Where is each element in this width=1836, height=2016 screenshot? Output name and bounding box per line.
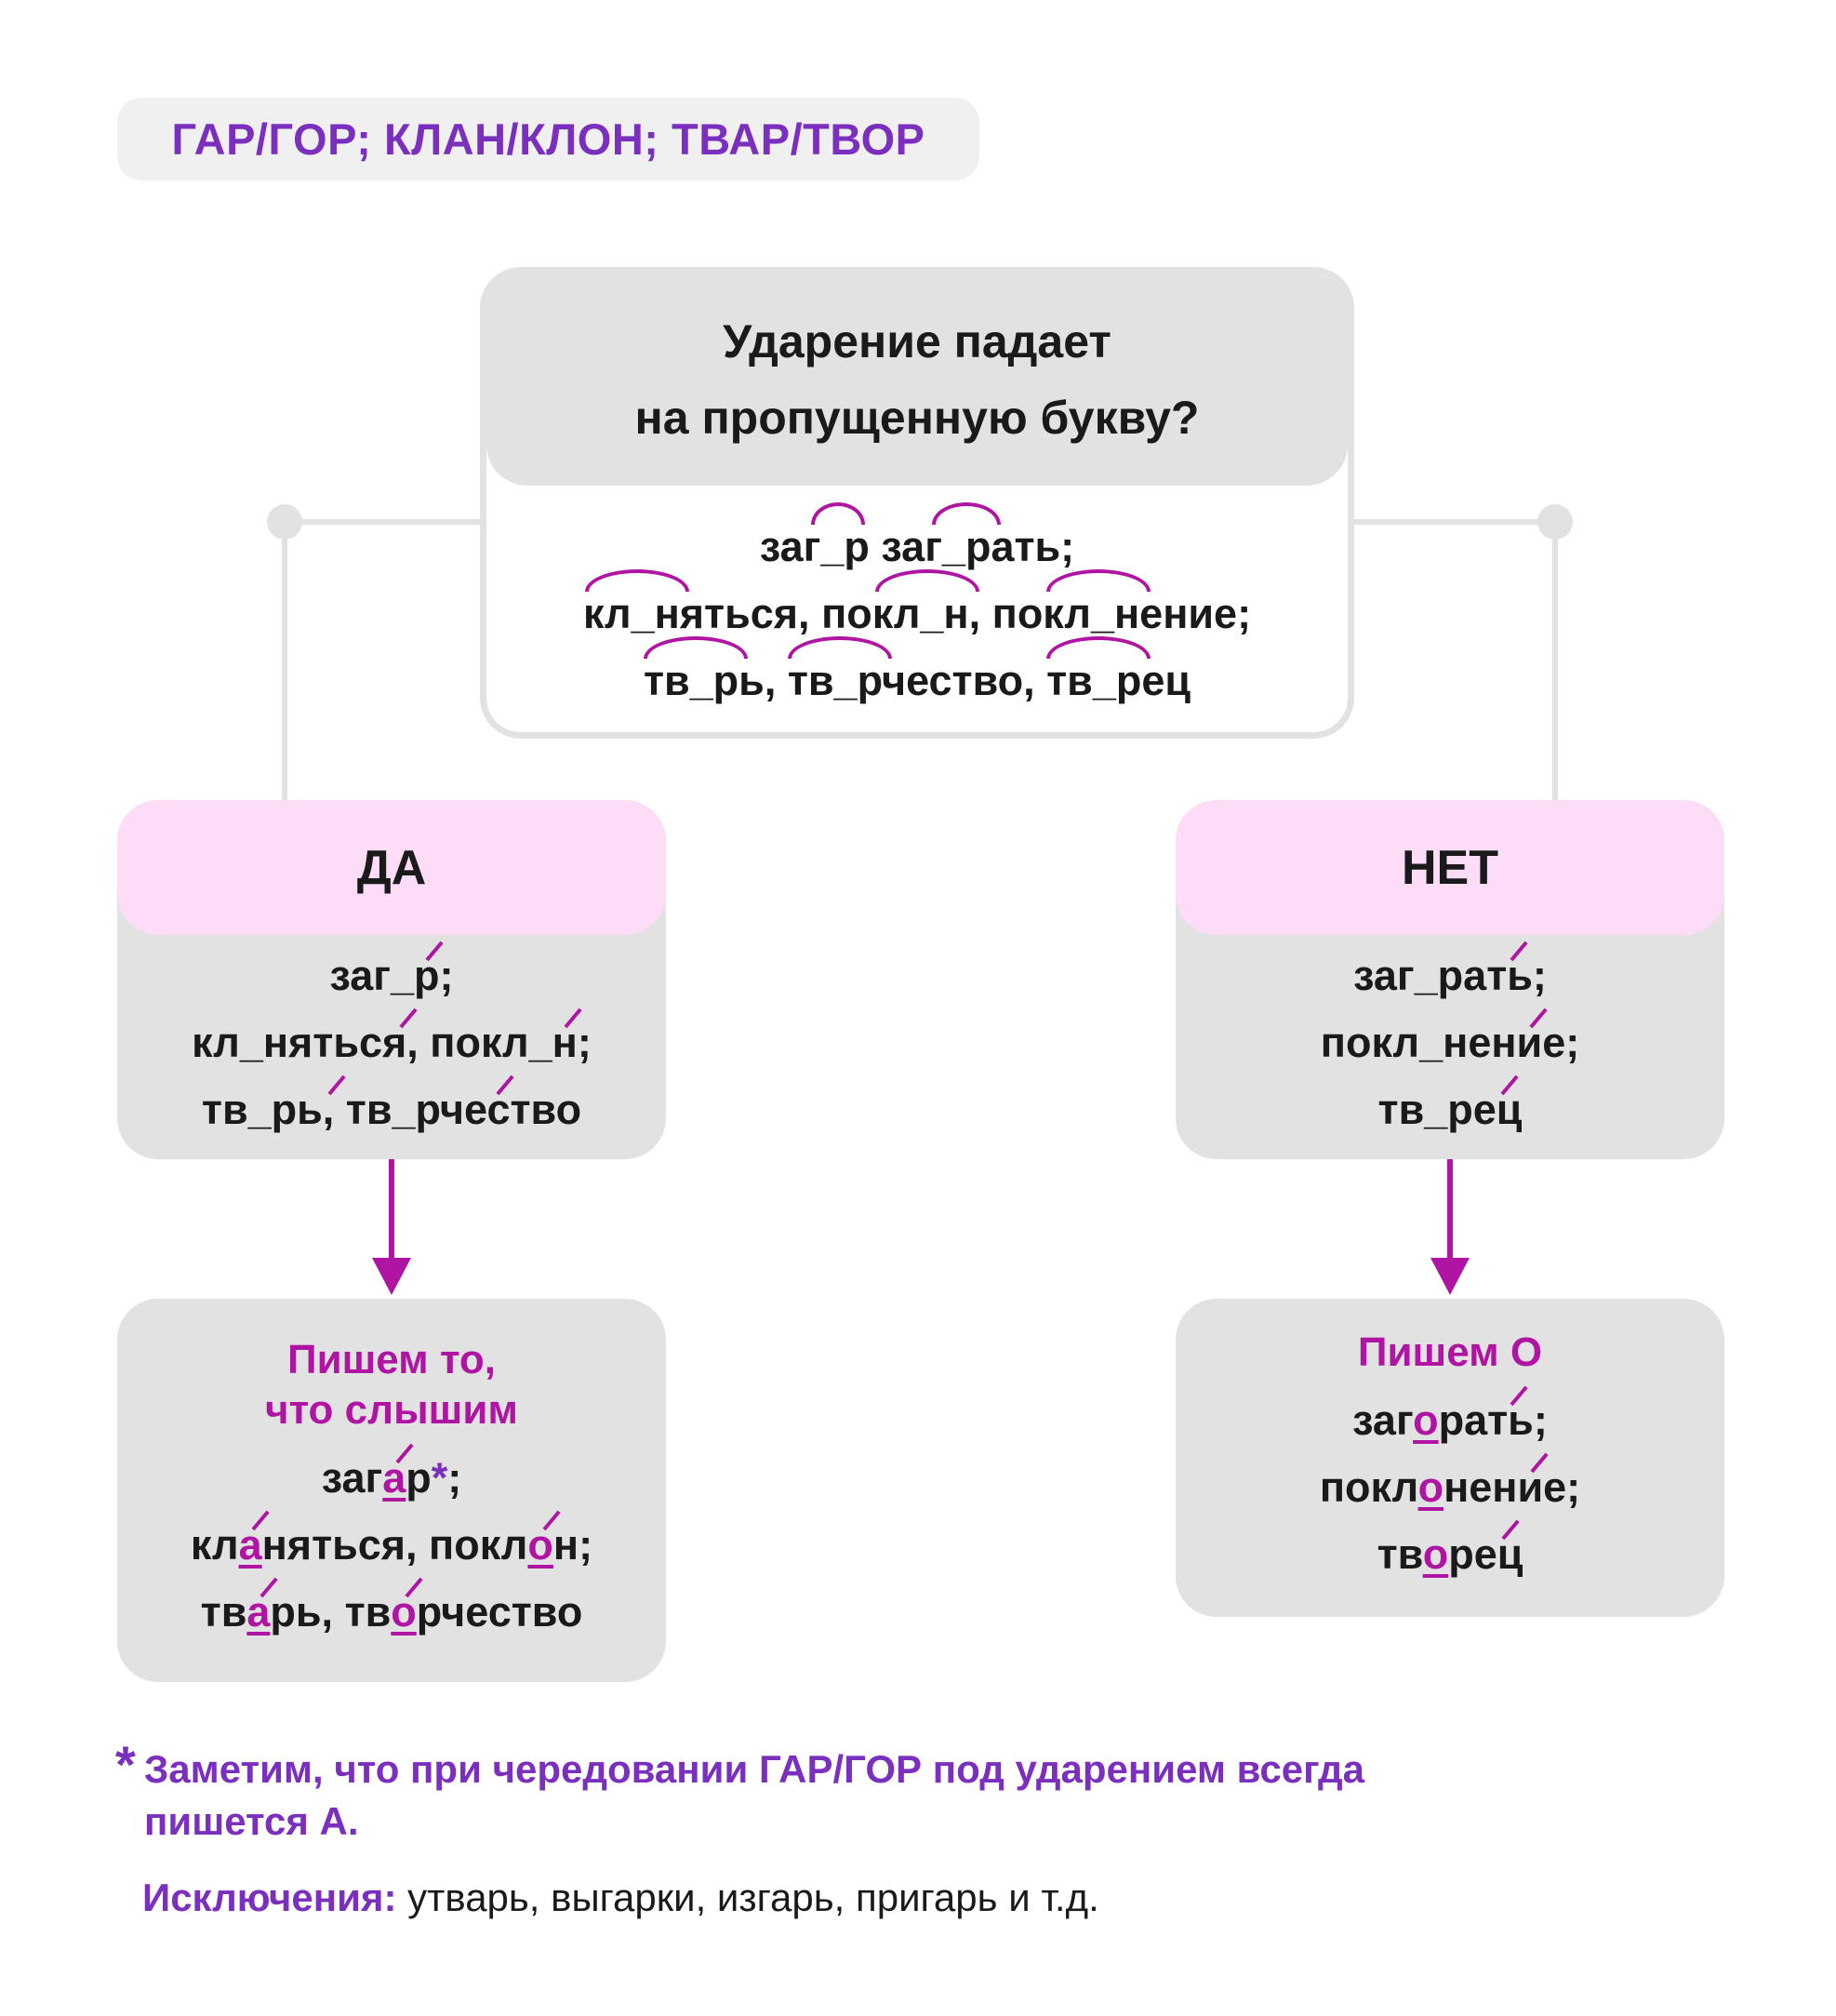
examples-line-2: кл_няться, покл_н, покл_нение; <box>583 569 1251 648</box>
stress-mark: _р; <box>391 942 454 1009</box>
no-line-3: тв_рец <box>1378 1076 1523 1143</box>
no-arrow <box>1430 1159 1470 1295</box>
yes-line-1: заг_р; <box>329 942 453 1009</box>
topic-title: ГАР/ГОР; КЛАН/КЛОН; ТВАР/ТВОР <box>117 98 979 180</box>
example-word: заг_р <box>760 502 870 581</box>
yes-examples: заг_р; кл_няться, покл_н; тв_рь, тв_рчес… <box>117 935 666 1143</box>
exceptions-text: утварь, выгарки, изгарь, пригарь и т.д. <box>396 1876 1099 1919</box>
root-arc <box>584 569 689 592</box>
question-line-1: Ударение падает <box>723 315 1111 367</box>
no-box: НЕТ заг_рать; покл_нение; тв_рец <box>1176 800 1724 1159</box>
stressed-vowel: о <box>527 1512 553 1579</box>
examples-line-1: заг_р заг_рать; <box>760 502 1074 581</box>
example-word: кл_няться, <box>583 569 810 648</box>
result-no-line-2: поклонение; <box>1320 1454 1580 1521</box>
unstressed-vowel: о <box>1417 1463 1444 1511</box>
question-header: Ударение падает на пропущенную букву? <box>486 274 1348 486</box>
example-word: заг_рать; <box>881 502 1074 581</box>
question-box: Ударение падает на пропущенную букву? за… <box>480 267 1354 739</box>
stress-mark: ение; <box>1469 1454 1580 1521</box>
stress-mark: _рь, тв <box>248 1076 392 1143</box>
yes-label: ДА <box>117 800 666 935</box>
example-word: тв_рчество, <box>787 636 1035 714</box>
stressed-vowel: а <box>246 1579 270 1646</box>
footnote-text: Заметим, что при чередовании ГАР/ГОР под… <box>144 1747 1365 1843</box>
result-yes-box: Пишем то, что слышим загар*; кланяться, … <box>117 1299 666 1682</box>
example-word: тв_рь, <box>643 636 776 714</box>
stress-mark: ать; <box>1463 942 1547 1009</box>
no-label: НЕТ <box>1176 800 1724 935</box>
no-line-2: покл_нение; <box>1321 1009 1579 1076</box>
result-no-line-1: загорать; <box>1352 1387 1548 1454</box>
result-yes-line-2: кланяться, поклон; <box>191 1512 592 1579</box>
stress-mark: _рчество <box>392 1076 582 1143</box>
no-line-1: заг_рать; <box>1353 942 1547 1009</box>
result-no-title: Пишем О <box>1357 1329 1543 1375</box>
stress-mark: ать; <box>1464 1387 1548 1454</box>
footnote-marker: * <box>431 1454 448 1502</box>
stressed-vowel: о <box>391 1579 417 1646</box>
question-examples: заг_р заг_рать; кл_няться, покл_н, покл_… <box>486 486 1348 714</box>
stress-mark: _н; <box>529 1009 592 1076</box>
unstressed-vowel: о <box>1413 1396 1439 1444</box>
result-yes-line-1: загар*; <box>322 1445 462 1512</box>
exceptions-label: Исключения: <box>142 1876 397 1919</box>
exceptions: Исключения: утварь, выгарки, изгарь, при… <box>142 1872 1099 1924</box>
example-word: тв_рец <box>1046 636 1191 714</box>
stress-mark: _няться, покл <box>240 1009 529 1076</box>
no-examples: заг_рать; покл_нение; тв_рец <box>1176 935 1724 1143</box>
example-word: покл_н, <box>821 569 980 648</box>
result-yes-line-3: тварь, творчество <box>201 1579 583 1646</box>
result-yes-title: Пишем то, что слышим <box>265 1337 518 1433</box>
stress-mark: ец <box>1474 1521 1523 1588</box>
yes-arrow <box>372 1159 411 1295</box>
root-arc <box>810 502 865 525</box>
unstressed-vowel: о <box>1422 1530 1449 1578</box>
result-no-line-3: творец <box>1377 1521 1523 1588</box>
stress-mark: ение; <box>1468 1009 1579 1076</box>
yes-line-2: кл_няться, покл_н; <box>192 1009 592 1076</box>
example-word: покл_нение; <box>992 569 1251 648</box>
examples-line-3: тв_рь, тв_рчество, тв_рец <box>643 636 1191 714</box>
root-arc <box>932 502 1002 525</box>
result-no-content: Пишем О загорать; поклонение; творец <box>1176 1299 1724 1617</box>
yes-box: ДА заг_р; кл_няться, покл_н; тв_рь, тв_р… <box>117 800 666 1159</box>
footnote-star: * <box>115 1735 136 1794</box>
result-yes-content: Пишем то, что слышим загар*; кланяться, … <box>117 1299 666 1682</box>
result-no-box: Пишем О загорать; поклонение; творец <box>1176 1299 1724 1617</box>
stressed-vowel: а <box>382 1445 406 1512</box>
stress-mark: ец <box>1473 1076 1523 1143</box>
right-connector <box>1354 504 1573 800</box>
yes-line-3: тв_рь, тв_рчество <box>202 1076 581 1143</box>
stressed-vowel: а <box>239 1512 262 1579</box>
question-line-2: на пропущенную букву? <box>634 392 1200 444</box>
left-connector <box>267 504 480 800</box>
